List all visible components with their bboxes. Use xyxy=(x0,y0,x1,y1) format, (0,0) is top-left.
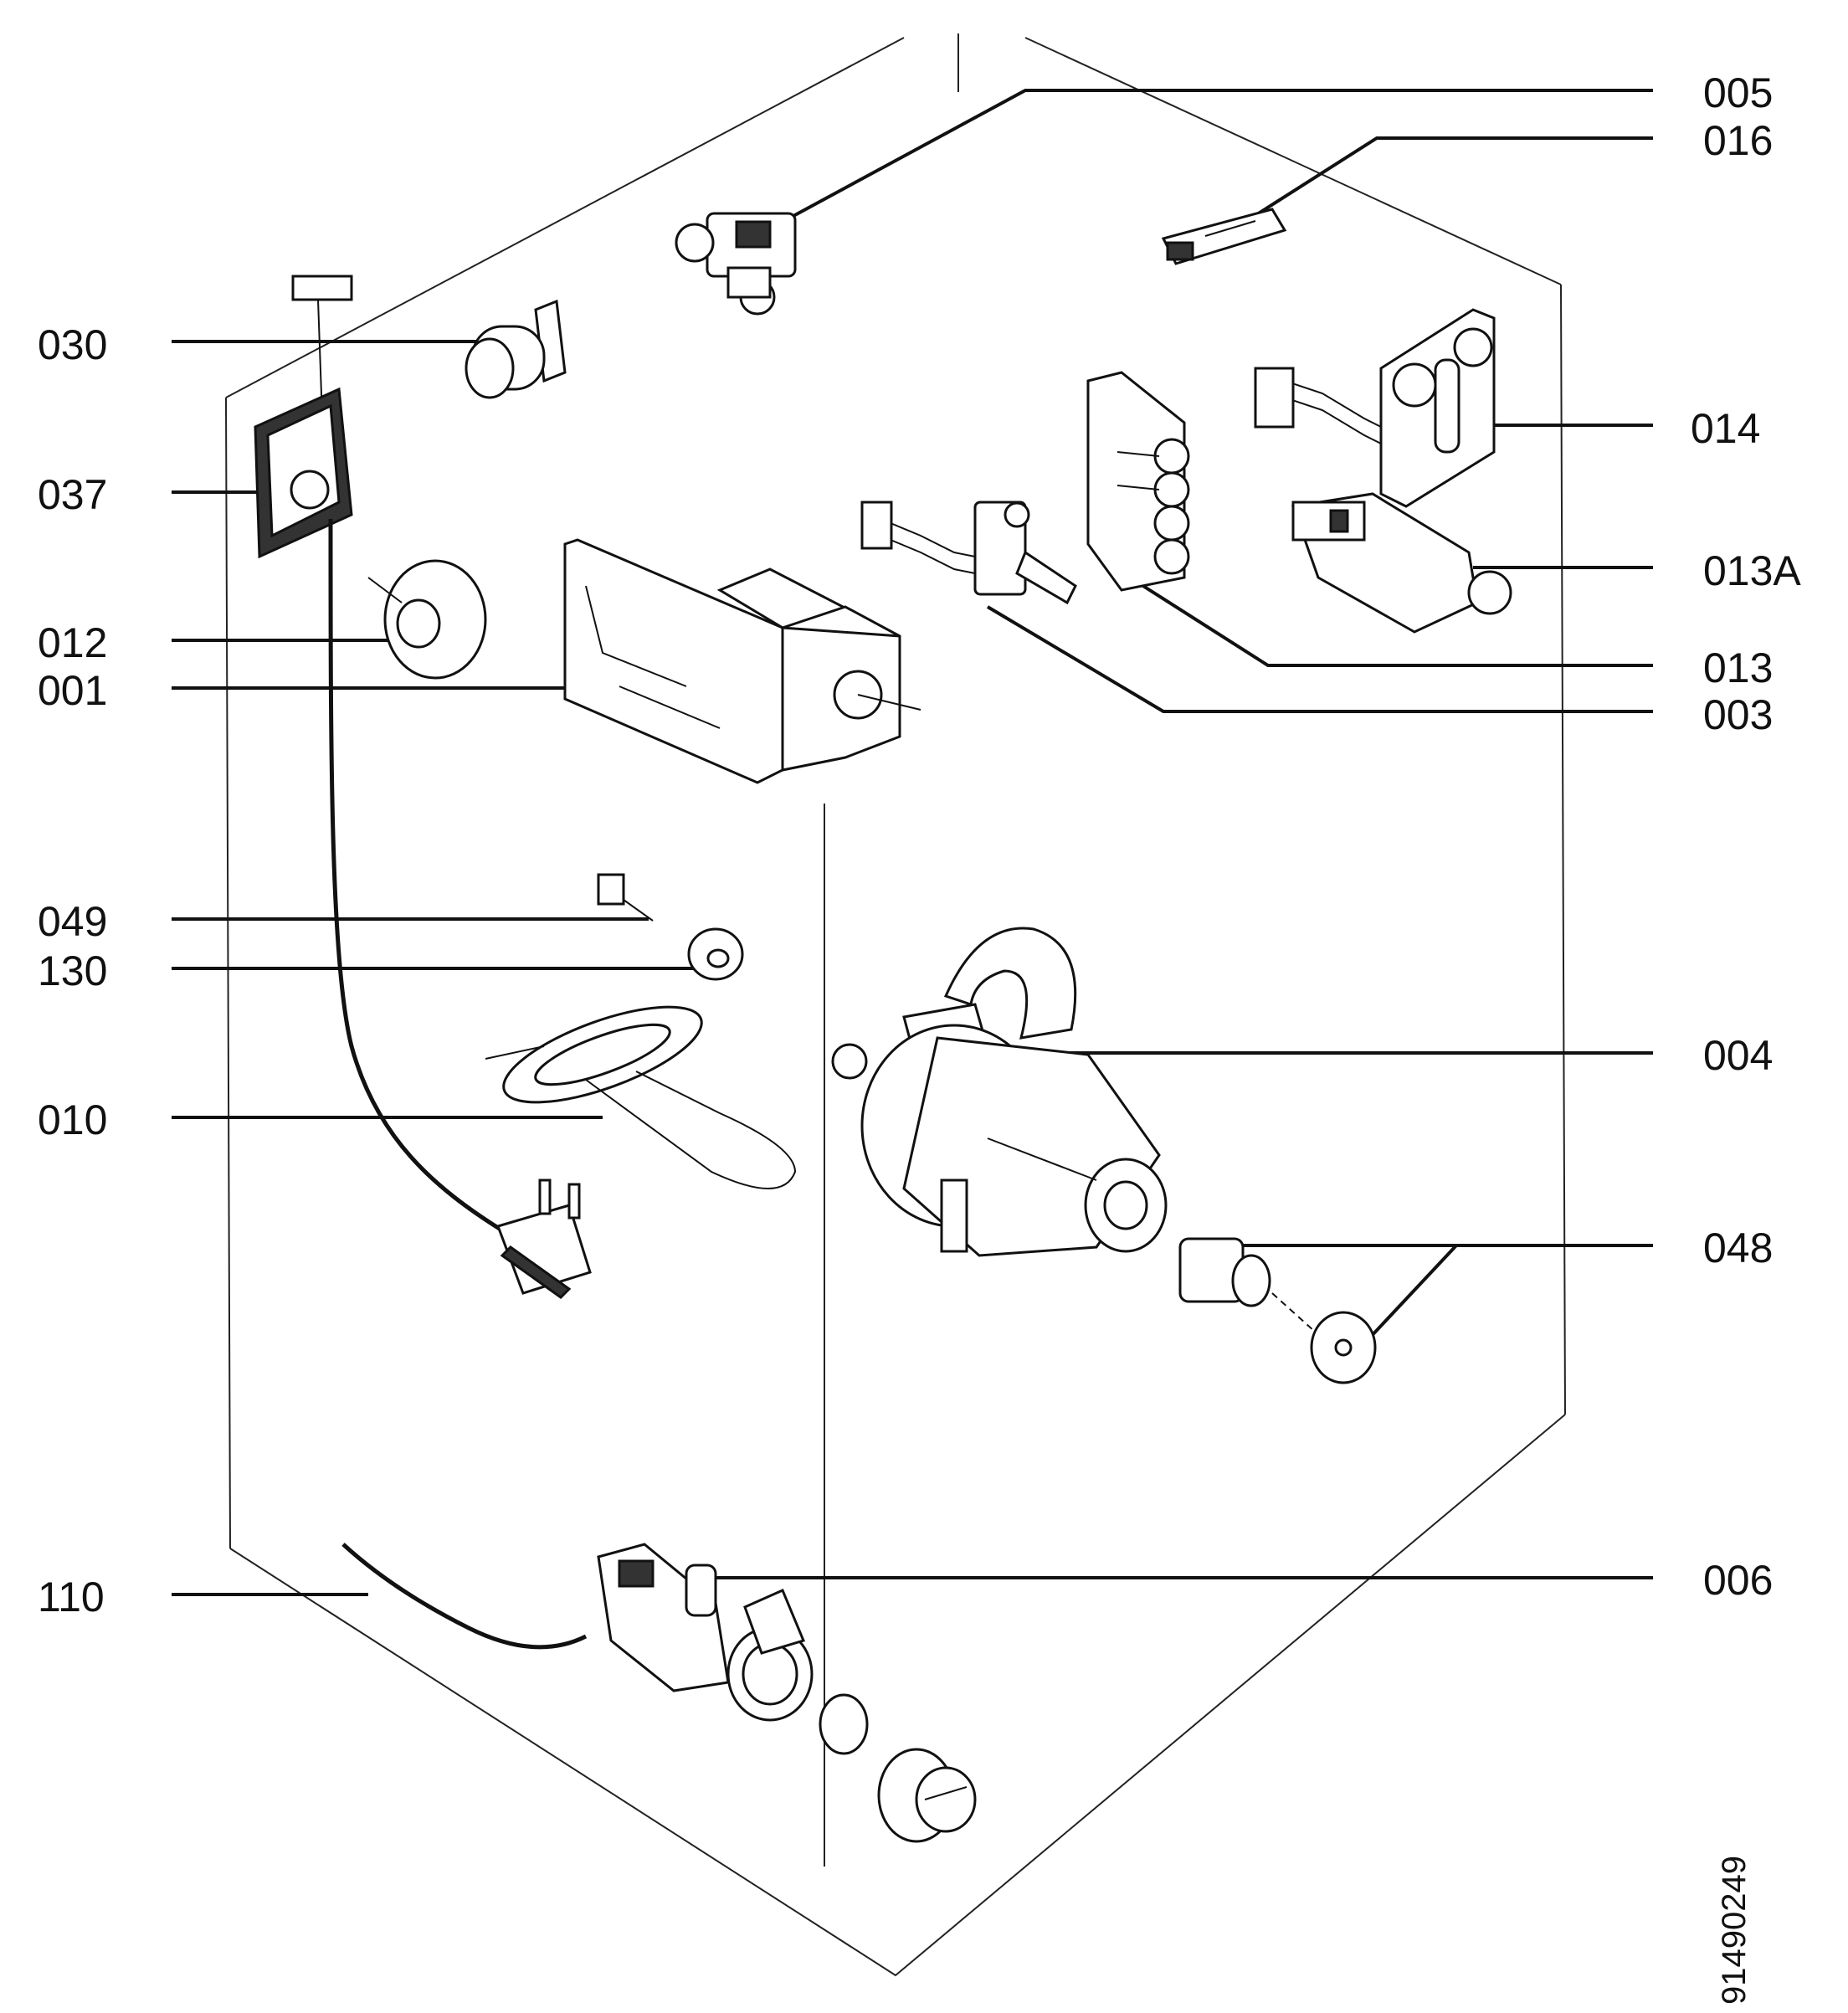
drawing-code: 91490249 xyxy=(1716,1856,1753,2005)
label-013: 013 xyxy=(1703,644,1774,691)
label-004: 004 xyxy=(1703,1032,1774,1079)
label-048: 048 xyxy=(1703,1225,1774,1271)
part-013a-switch xyxy=(1291,492,1512,634)
label-005: 005 xyxy=(1703,69,1774,116)
part-003-selector xyxy=(860,501,1077,605)
mains-plug xyxy=(496,1179,592,1299)
label-130: 130 xyxy=(38,947,108,994)
part-006-drain-pump xyxy=(597,1543,977,1843)
cabinet-outline xyxy=(225,33,1566,1977)
part-048-brush xyxy=(1178,1237,1377,1384)
part-013-button-bank xyxy=(1086,371,1190,592)
label-110: 110 xyxy=(38,1574,105,1620)
label-013a: 013A xyxy=(1703,547,1801,594)
label-014: 014 xyxy=(1691,405,1761,452)
part-010-heater xyxy=(485,1005,797,1189)
label-006: 006 xyxy=(1703,1557,1774,1604)
part-012-knob xyxy=(367,559,487,680)
part-001-timer xyxy=(563,538,921,784)
mains-cord xyxy=(328,518,504,1233)
part-037-mains-switch xyxy=(254,275,353,559)
part-130-cap xyxy=(687,927,744,981)
part-030-lamp xyxy=(465,299,567,399)
part-005-inlet-valve xyxy=(675,212,797,316)
label-037: 037 xyxy=(38,471,108,518)
part-004-motor xyxy=(831,927,1168,1257)
label-016: 016 xyxy=(1703,117,1774,164)
part-049-sensor xyxy=(597,873,654,922)
label-001: 001 xyxy=(38,667,108,714)
label-012: 012 xyxy=(38,619,108,666)
part-110-hose xyxy=(341,1543,588,1650)
part-016-door-lock xyxy=(1161,208,1287,265)
leader-lines xyxy=(172,89,1653,1596)
label-030: 030 xyxy=(38,321,108,368)
part-014-switch-module xyxy=(1254,308,1496,508)
label-049: 049 xyxy=(38,898,108,945)
label-010: 010 xyxy=(38,1096,108,1143)
label-003: 003 xyxy=(1703,691,1774,738)
